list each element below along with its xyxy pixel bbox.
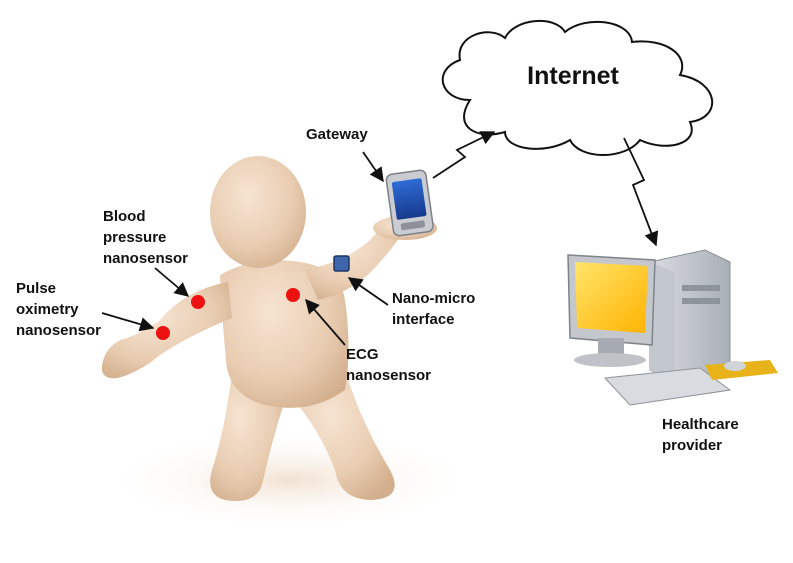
computer-icon — [567, 249, 778, 406]
ecg-label-line: nanosensor — [346, 367, 432, 384]
nano-micro-label-line: Nano-micro — [392, 290, 476, 307]
pulse-oximetry-label-line: Pulse — [16, 280, 57, 297]
nano-micro-interface-square — [333, 255, 350, 272]
ecg-label: ECG nanosensor — [346, 344, 431, 386]
head — [210, 156, 306, 268]
arrow-gateway — [362, 151, 384, 183]
arrow-pulse-oximetry — [101, 312, 155, 332]
blood-pressure-label: Blood pressure nanosensor — [103, 206, 188, 269]
healthcare-label-line: provider — [662, 437, 723, 454]
pulse-oximetry-label: Pulse oximetry nanosensor — [16, 278, 101, 341]
torso — [220, 260, 349, 408]
wireless-link-gateway-internet — [432, 131, 496, 179]
pulse-oximetry-label-line: nanosensor — [16, 322, 102, 339]
healthcare-label-line: Healthcare — [662, 416, 739, 433]
phone-icon — [385, 169, 434, 237]
blood-pressure-label-line: Blood — [103, 208, 146, 225]
blood-pressure-label-line: nanosensor — [103, 250, 189, 267]
floor-shadow — [100, 430, 480, 530]
arrow-blood-pressure — [154, 267, 190, 297]
ecg-sensor — [286, 288, 300, 302]
nano-micro-label-line: interface — [392, 311, 455, 328]
internet-label: Internet — [527, 62, 619, 90]
arrow-nano-micro — [347, 277, 389, 306]
cloud-icon — [441, 20, 714, 156]
right-arm — [305, 215, 408, 300]
arrow-ecg — [305, 298, 346, 346]
blood-pressure-label-line: pressure — [103, 229, 167, 246]
nano-micro-label: Nano-micro interface — [392, 288, 475, 330]
gateway-label-text: Gateway — [306, 126, 368, 143]
ecg-label-line: ECG — [346, 346, 379, 363]
gateway-label: Gateway — [306, 124, 368, 145]
wireless-link-internet-provider — [623, 137, 659, 247]
healthcare-provider-label: Healthcare provider — [662, 414, 739, 456]
pulse-oximetry-label-line: oximetry — [16, 301, 79, 318]
pulse-oximetry-sensor — [156, 326, 170, 340]
blood-pressure-sensor — [191, 295, 205, 309]
